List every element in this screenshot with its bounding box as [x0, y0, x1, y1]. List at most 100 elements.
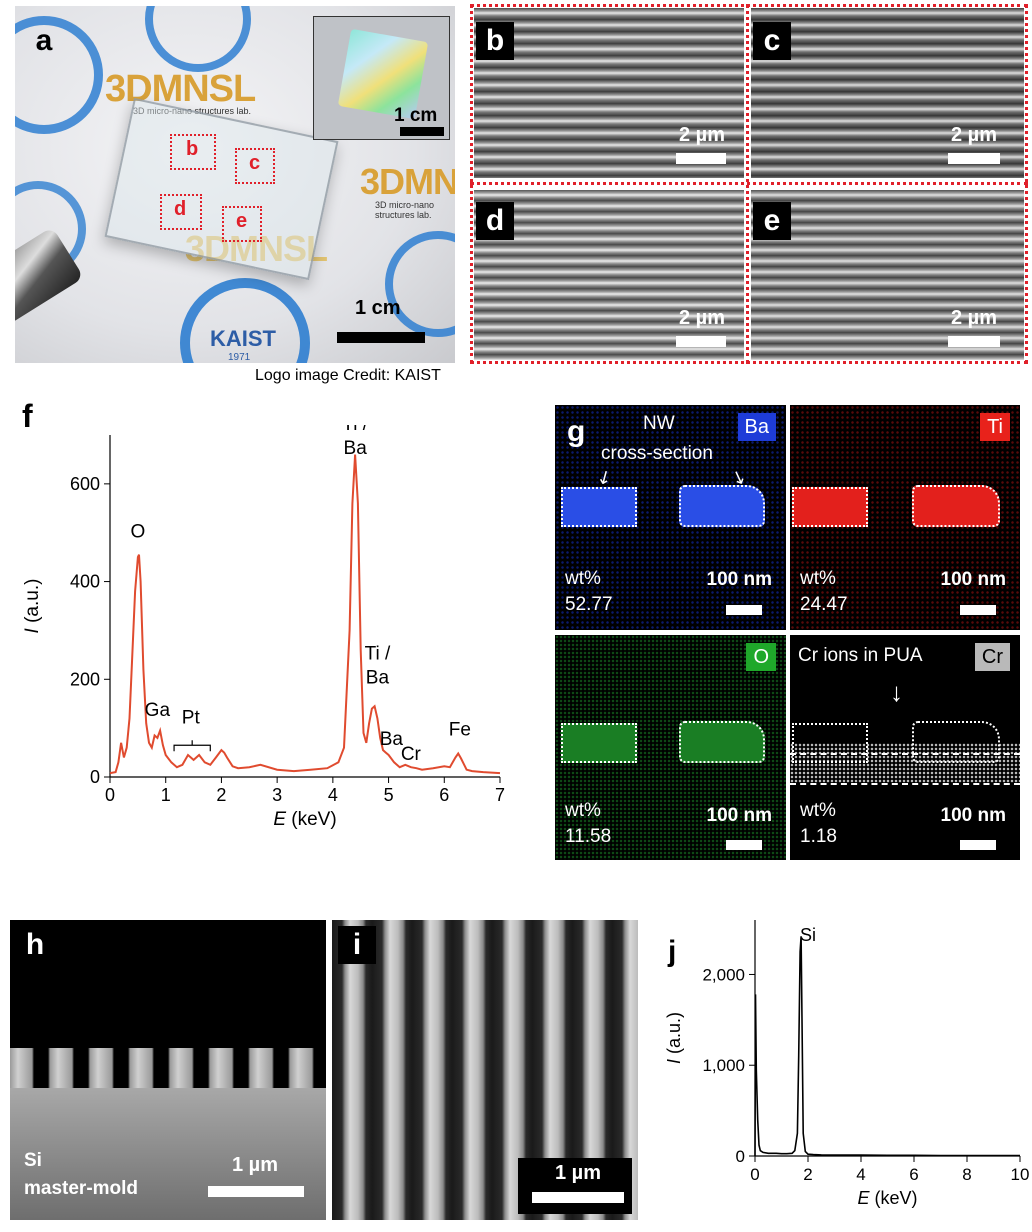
panel-letter-b: b: [476, 22, 514, 60]
x-tick-label: 4: [856, 1165, 865, 1184]
scale-bar-label: 1 cm: [355, 297, 401, 319]
wt-label-o: wt%: [565, 800, 601, 821]
panel-letter-d: d: [476, 202, 514, 240]
cr-ion-layer: [790, 743, 1020, 783]
spectrum-line: [109, 454, 501, 775]
logo-subtitle: 3D micro-nano structures lab.: [375, 200, 435, 220]
x-axis-label: E (keV): [273, 809, 336, 830]
scale-bar: [337, 332, 425, 343]
x-tick-label: 1: [161, 785, 171, 805]
wt-label-ti: wt%: [800, 568, 836, 589]
scale-bar-e: [948, 336, 1000, 347]
inset-scale-bar: [400, 127, 444, 136]
roi-box-c: c: [235, 148, 275, 184]
mold-teeth: [10, 1048, 326, 1088]
x-tick-label: 2: [803, 1165, 812, 1184]
y-tick-label: 600: [70, 474, 100, 494]
eds-map-ti: Ti wt% 24.47 100 nm: [790, 405, 1020, 630]
peak-label: Cr: [401, 744, 422, 765]
y-tick-label: 400: [70, 572, 100, 592]
x-tick-label: 6: [909, 1165, 918, 1184]
y-axis-label: I (a.u.): [22, 579, 43, 634]
annotation-nw: NW: [643, 413, 675, 434]
scale-label-ti: 100 nm: [940, 569, 1006, 590]
panel-letter-i: i: [338, 926, 376, 964]
scale-bar-label-e: 2 µm: [951, 307, 997, 329]
scale-bar-h: [208, 1186, 304, 1197]
wt-value-o: 11.58: [565, 826, 612, 847]
inset-photo: 1 cm: [313, 16, 450, 140]
wt-value-ti: 24.47: [800, 594, 848, 615]
sem-image-h: h Si master-mold 1 µm: [10, 920, 326, 1220]
eds-map-cr: Cr Cr ions in PUA ↓ wt% 1.18 100 nm: [790, 635, 1020, 860]
spectrum-line: [754, 936, 1020, 1157]
x-tick-label: 4: [328, 785, 338, 805]
scale-bar-d: [676, 336, 726, 347]
wt-value-cr: 1.18: [800, 826, 837, 847]
divider-line: [470, 182, 1028, 185]
x-tick-label: 5: [384, 785, 394, 805]
scale-bar-i: [532, 1192, 624, 1203]
caption-master-mold: master-mold: [24, 1178, 139, 1199]
scale-label-o: 100 nm: [706, 805, 772, 826]
kaist-seal: KAIST 1971: [180, 278, 310, 363]
peak-label: O: [130, 522, 145, 543]
logo-3dmnsl: 3DMNSL: [185, 228, 328, 269]
scale-bar-b: [676, 153, 726, 164]
nw-signal-ti: [792, 487, 868, 527]
panel-g-maps: Ba g NW cross-section ↙ ↘ wt% 52.77 100 …: [555, 405, 1020, 860]
peak-label: Ba: [344, 438, 368, 459]
x-tick-label: 3: [272, 785, 282, 805]
annotation-cr-ions: Cr ions in PUA: [798, 645, 923, 666]
peak-label: Ti /: [365, 644, 391, 665]
kaist-seal: [385, 231, 455, 337]
photo-credit: Logo image Credit: KAIST: [255, 367, 441, 384]
inset-scale-label: 1 cm: [394, 105, 438, 126]
wt-label-cr: wt%: [800, 800, 836, 821]
divider-line: [746, 4, 749, 364]
scale-label-ba: 100 nm: [706, 569, 772, 590]
element-tag-cr: Cr: [974, 643, 1010, 671]
x-tick-label: 7: [495, 785, 505, 805]
pua-boundary: [790, 753, 1020, 755]
peak-label: Ti /: [342, 425, 368, 435]
scale-bar-c: [948, 153, 1000, 164]
element-tag-ba: Ba: [737, 413, 776, 441]
x-tick-label: 8: [962, 1165, 971, 1184]
nw-signal-o: [679, 721, 765, 763]
nw-outline-cr: [792, 723, 868, 763]
sem-image-i: i 1 µm: [332, 920, 638, 1220]
scale-bar-label-c: 2 µm: [951, 124, 997, 146]
eds-map-ba: Ba g NW cross-section ↙ ↘ wt% 52.77 100 …: [555, 405, 786, 630]
annotation-cross-section: cross-section: [601, 443, 713, 464]
y-axis-label: I (a.u.): [664, 1012, 684, 1064]
x-tick-label: 0: [750, 1165, 759, 1184]
peak-label: Si: [800, 925, 816, 945]
kaist-seal: [145, 6, 251, 72]
logo-subtitle: 3D micro-nano structures lab.: [133, 106, 252, 116]
kaist-seal: [15, 16, 103, 134]
scale-label-cr: 100 nm: [940, 805, 1006, 826]
peak-label: Ba: [366, 668, 390, 689]
scale-bar-label-d: 2 µm: [679, 307, 725, 329]
nw-signal-ba: [561, 487, 637, 527]
glass-sample: [104, 97, 339, 281]
sem-image-d: [474, 190, 744, 360]
y-tick-label: 2,000: [702, 965, 745, 984]
panel-letter-j: j: [668, 935, 677, 968]
scale-bar-label-b: 2 µm: [679, 124, 725, 146]
scale-box: [518, 1158, 632, 1214]
roi-box-d: d: [160, 194, 202, 230]
peak-label: Ga: [145, 700, 171, 721]
caption-si: Si: [24, 1150, 42, 1171]
x-tick-label: 6: [439, 785, 449, 805]
wt-label-ba: wt%: [565, 568, 601, 589]
pua-boundary: [790, 783, 1020, 785]
x-tick-label: 0: [105, 785, 115, 805]
panel-letter-h: h: [16, 926, 54, 964]
bracket: [173, 740, 211, 752]
y-tick-label: 1,000: [702, 1056, 745, 1075]
nw-outline-cr: [912, 721, 1000, 763]
mold-body: [10, 1088, 326, 1220]
